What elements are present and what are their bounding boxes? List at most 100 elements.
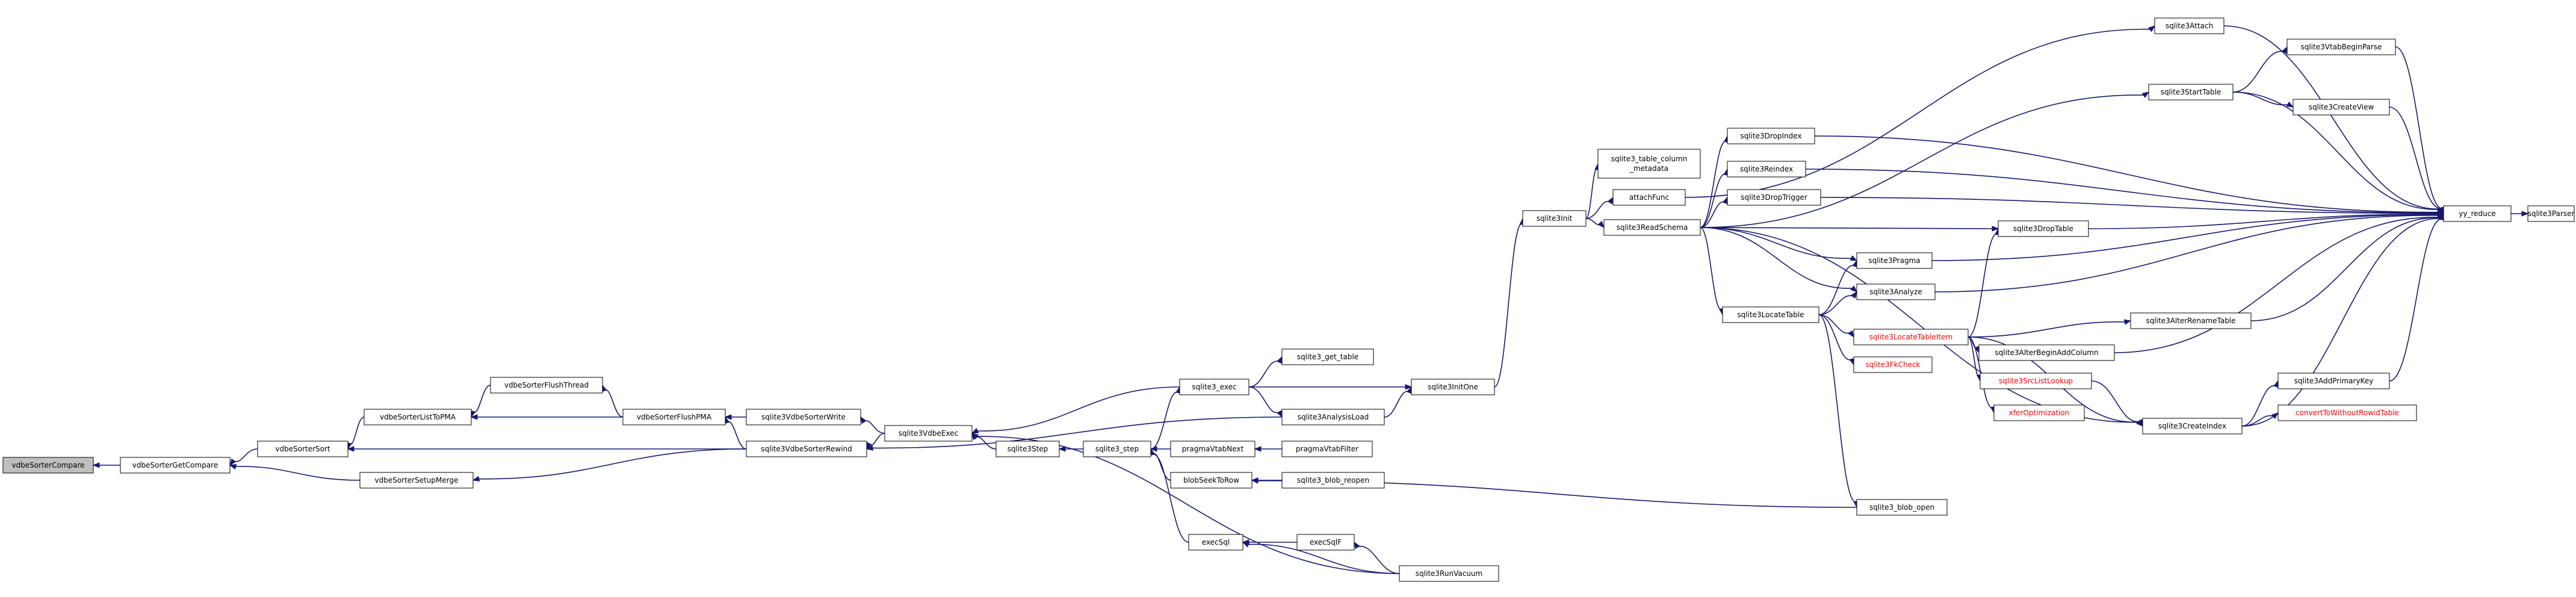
edge-sqlite3_exec-to-sqlite3InitOne	[1249, 384, 1413, 390]
node-label: sqlite3AlterBeginAddColumn	[1995, 348, 2098, 357]
node-label: sqlite3_get_table	[1297, 353, 1358, 361]
node-box	[1281, 441, 1373, 457]
node-vdbeSorterGetCompare[interactable]: vdbeSorterGetCompare	[120, 457, 231, 474]
edge-pragmaVtabFilter-to-pragmaVtabNext	[1254, 446, 1282, 452]
node-sqlite3_get_table[interactable]: sqlite3_get_table	[1281, 348, 1374, 365]
node-label: sqlite3VtabBeginParse	[2301, 43, 2382, 51]
edge-vdbeSorterFlushThread-to-vdbeSorterListToPMA	[470, 385, 491, 418]
node-vdbeSorterSetupMerge[interactable]: vdbeSorterSetupMerge	[359, 472, 474, 489]
edge-sqlite3ReadSchema-to-sqlite3Analyze	[1700, 227, 1857, 292]
node-sqlite3StartTable[interactable]: sqlite3StartTable	[2148, 84, 2234, 101]
node-convertToWithoutRowidTable[interactable]: convertToWithoutRowidTable	[2277, 404, 2417, 421]
node-label: sqlite3VdbeSorterWrite	[761, 413, 846, 421]
edge-sqlite3DropTable-to-yy_reduce	[2088, 211, 2445, 229]
node-sqlite3_table_column_metadata[interactable]: sqlite3_table_column_metadata	[1597, 149, 1701, 179]
node-box	[1998, 220, 2089, 237]
node-box	[1722, 306, 1819, 323]
edge-execSql-to-sqlite3_step	[1149, 448, 1189, 543]
node-label: sqlite3StartTable	[2161, 88, 2221, 96]
node-label: sqlite3FkCheck	[1865, 360, 1920, 369]
node-pragmaVtabNext[interactable]: pragmaVtabNext	[1170, 441, 1255, 457]
node-sqlite3FkCheck[interactable]: sqlite3FkCheck	[1853, 356, 1933, 373]
node-box	[1281, 409, 1385, 425]
node-sqlite3Init[interactable]: sqlite3Init	[1522, 210, 1587, 227]
node-xferOptimization[interactable]: xferOptimization	[1993, 404, 2085, 421]
edge-sqlite3StartTable-to-sqlite3VtabBeginParse	[2232, 46, 2288, 93]
node-vdbeSorterFlushPMA[interactable]: vdbeSorterFlushPMA	[622, 409, 726, 425]
node-sqlite3Step[interactable]: sqlite3Step	[995, 441, 1060, 457]
node-vdbeSorterSort[interactable]: vdbeSorterSort	[257, 441, 348, 457]
node-sqlite3CreateView[interactable]: sqlite3CreateView	[2293, 99, 2390, 116]
node-sqlite3VdbeSorterWrite[interactable]: sqlite3VdbeSorterWrite	[746, 409, 861, 425]
node-vdbeSorterListToPMA[interactable]: vdbeSorterListToPMA	[364, 409, 472, 425]
node-label: sqlite3VdbeExec	[899, 429, 958, 438]
node-box	[2443, 205, 2512, 222]
node-execSqlF[interactable]: execSqlF	[1296, 534, 1355, 551]
node-label: vdbeSorterListToPMA	[380, 413, 456, 421]
node-sqlite3AnalysisLoad[interactable]: sqlite3AnalysisLoad	[1281, 409, 1385, 425]
node-label: sqlite3AlterRenameTable	[2146, 317, 2235, 325]
edge-sqlite3RunVacuum-to-execSql	[1242, 542, 1400, 574]
edge-sqlite3DropTrigger-to-yy_reduce	[1820, 197, 2445, 217]
node-sqlite3RunVacuum[interactable]: sqlite3RunVacuum	[1399, 565, 1499, 582]
edge-sqlite3Reindex-to-yy_reduce	[1805, 169, 2445, 216]
node-sqlite3CreateIndex[interactable]: sqlite3CreateIndex	[2142, 418, 2243, 435]
node-sqlite3Pragma[interactable]: sqlite3Pragma	[1856, 252, 1933, 269]
node-sqlite3Parser[interactable]: sqlite3Parser	[2527, 205, 2575, 222]
node-box	[622, 409, 726, 425]
node-sqlite3VdbeSorterRewind[interactable]: sqlite3VdbeSorterRewind	[746, 441, 867, 457]
node-label: execSqlF	[1310, 538, 1342, 546]
node-sqlite3Reindex[interactable]: sqlite3Reindex	[1727, 161, 1806, 178]
node-box	[1727, 161, 1806, 178]
node-sqlite3LocateTable[interactable]: sqlite3LocateTable	[1722, 306, 1819, 323]
node-label: sqlite3InitOne	[1428, 383, 1478, 391]
edge-sqlite3LocateTable-to-sqlite3Analyze	[1818, 291, 1857, 315]
node-vdbeSorterFlushThread[interactable]: vdbeSorterFlushThread	[490, 377, 603, 394]
node-yy_reduce[interactable]: yy_reduce	[2443, 205, 2512, 222]
node-sqlite3LocateTableItem[interactable]: sqlite3LocateTableItem	[1853, 329, 1969, 345]
node-sqlite3VtabBeginParse[interactable]: sqlite3VtabBeginParse	[2287, 39, 2396, 55]
node-sqlite3AddPrimaryKey[interactable]: sqlite3AddPrimaryKey	[2277, 373, 2390, 389]
node-box	[1281, 472, 1385, 489]
edge-sqlite3ReadSchema-to-sqlite3Pragma	[1700, 227, 1858, 261]
node-sqlite3_blob_reopen[interactable]: sqlite3_blob_reopen	[1281, 472, 1385, 489]
node-label: sqlite3Pragma	[1868, 256, 1920, 265]
edge-sqlite3VdbeSorterRewind-to-vdbeSorterFlushPMA	[724, 416, 747, 450]
edge-sqlite3VtabBeginParse-to-yy_reduce	[2395, 46, 2446, 215]
node-label: sqlite3ReadSchema	[1617, 223, 1688, 232]
node-sqlite3AlterBeginAddColumn[interactable]: sqlite3AlterBeginAddColumn	[1978, 344, 2115, 361]
node-sqlite3InitOne[interactable]: sqlite3InitOne	[1411, 379, 1495, 395]
node-box	[746, 409, 861, 425]
edge-sqlite3ReadSchema-to-sqlite3DropTable	[1700, 226, 1999, 232]
node-blobSeekToRow[interactable]: blobSeekToRow	[1170, 472, 1252, 489]
node-sqlite3Attach[interactable]: sqlite3Attach	[2154, 17, 2225, 34]
edge-pragmaVtabNext-to-sqlite3_step	[1150, 446, 1171, 452]
node-sqlite3_step[interactable]: sqlite3_step	[1083, 441, 1151, 457]
node-box	[1603, 219, 1701, 236]
node-sqlite3SrcListLookup[interactable]: sqlite3SrcListLookup	[1980, 373, 2092, 389]
node-label: vdbeSorterGetCompare	[132, 461, 218, 469]
edge-vdbeSorterFlushPMA-to-vdbeSorterListToPMA	[470, 414, 624, 420]
edge-sqlite3LocateTable-to-sqlite3Pragma	[1818, 259, 1858, 315]
node-box	[1296, 534, 1355, 551]
node-attachFunc[interactable]: attachFunc	[1612, 189, 1686, 206]
node-execSql[interactable]: execSql	[1188, 534, 1243, 551]
node-label: sqlite3_exec	[1192, 383, 1236, 391]
node-sqlite3_blob_open[interactable]: sqlite3_blob_open	[1856, 499, 1948, 516]
node-sqlite3AlterRenameTable[interactable]: sqlite3AlterRenameTable	[2130, 312, 2252, 329]
node-sqlite3Analyze[interactable]: sqlite3Analyze	[1856, 283, 1936, 300]
node-label: sqlite3CreateIndex	[2158, 422, 2226, 430]
node-box	[2154, 17, 2225, 34]
node-label: blobSeekToRow	[1183, 476, 1239, 484]
node-box	[257, 441, 348, 457]
node-sqlite3ReadSchema[interactable]: sqlite3ReadSchema	[1603, 219, 1701, 236]
node-sqlite3VdbeExec[interactable]: sqlite3VdbeExec	[884, 425, 973, 442]
node-label: sqlite3DropTrigger	[1741, 193, 1807, 202]
node-sqlite3_exec[interactable]: sqlite3_exec	[1179, 379, 1249, 395]
node-pragmaVtabFilter[interactable]: pragmaVtabFilter	[1281, 441, 1373, 457]
node-sqlite3DropTable[interactable]: sqlite3DropTable	[1998, 220, 2089, 237]
node-sqlite3DropTrigger[interactable]: sqlite3DropTrigger	[1727, 189, 1821, 206]
node-sqlite3DropIndex[interactable]: sqlite3DropIndex	[1727, 128, 1815, 144]
node-label: sqlite3Step	[1008, 445, 1048, 453]
